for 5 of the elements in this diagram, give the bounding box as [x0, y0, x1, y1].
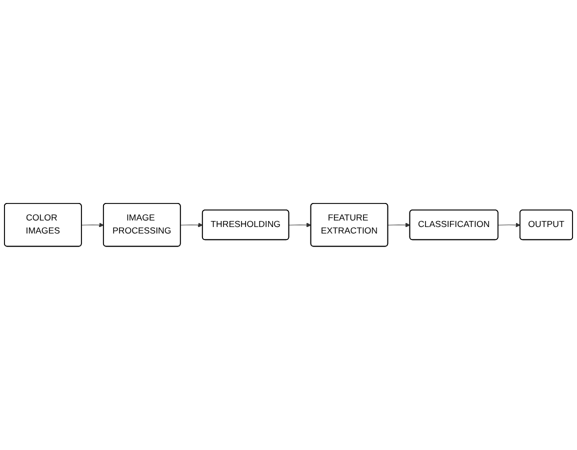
arrow — [288, 222, 312, 228]
arrow — [81, 222, 104, 228]
arrow — [388, 222, 410, 228]
arrow — [498, 222, 520, 228]
arrow — [180, 222, 203, 228]
